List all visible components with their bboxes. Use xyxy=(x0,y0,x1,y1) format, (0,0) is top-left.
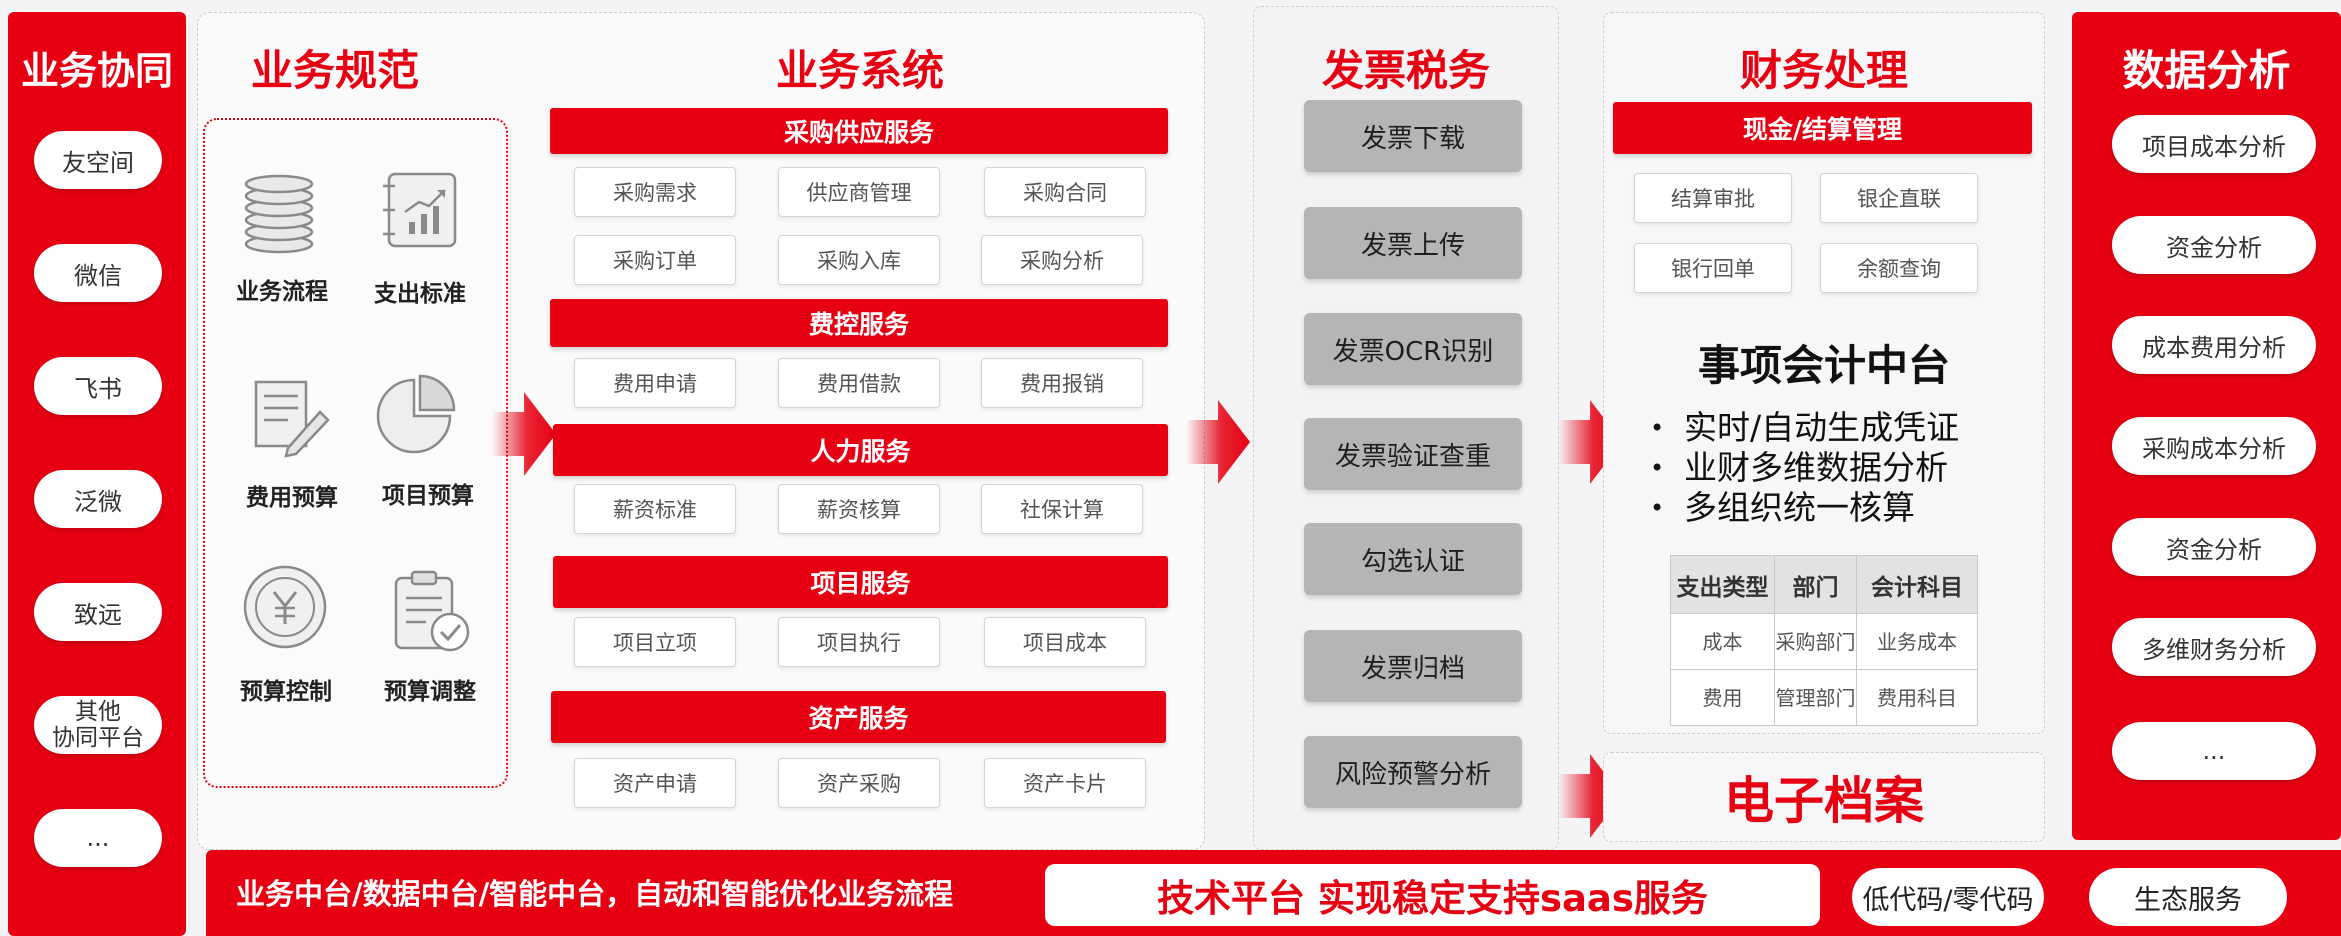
hr-chip[interactable]: 薪资核算 xyxy=(778,484,940,534)
platform-description: 业务中台/数据中台/智能中台，自动和智能优化业务流程 xyxy=(236,877,954,911)
procurement-chip[interactable]: 采购订单 xyxy=(574,235,736,285)
growth-chart-icon xyxy=(375,166,465,256)
expense-chip[interactable]: 费用申请 xyxy=(574,358,736,408)
service-bar-asset[interactable]: 资产服务 xyxy=(551,691,1166,743)
asset-chip[interactable]: 资产申请 xyxy=(574,758,736,808)
analysis-item[interactable]: 成本费用分析 xyxy=(2112,316,2316,374)
invoice-ocr-button[interactable]: 发票OCR识别 xyxy=(1304,313,1522,385)
asset-chip[interactable]: 资产采购 xyxy=(778,758,940,808)
analysis-item[interactable]: 资金分析 xyxy=(2112,518,2316,576)
cash-settlement-bar[interactable]: 现金/结算管理 xyxy=(1613,102,2032,154)
expense-chip[interactable]: 费用借款 xyxy=(778,358,940,408)
accounting-hub-title: 事项会计中台 xyxy=(1697,340,1950,390)
table-cell: 管理部门 xyxy=(1774,669,1857,726)
expense-chip[interactable]: 费用报销 xyxy=(981,358,1143,408)
hr-chip[interactable]: 薪资标准 xyxy=(574,484,736,534)
archive-panel xyxy=(1603,752,2045,842)
pie-chart-icon xyxy=(372,370,462,460)
invoice-download-button[interactable]: 发票下载 xyxy=(1304,100,1522,172)
table-cell: 费用 xyxy=(1670,669,1775,726)
finance-title: 财务处理 xyxy=(1739,45,1908,95)
collab-item-feishu[interactable]: 飞书 xyxy=(34,357,162,415)
analysis-item[interactable]: 采购成本分析 xyxy=(2112,417,2316,475)
accounting-bullet-list: •实时/自动生成凭证 •业财多维数据分析 •多组织统一核算 xyxy=(1650,408,2030,528)
ecosystem-pill[interactable]: 生态服务 xyxy=(2089,868,2287,926)
hr-chip[interactable]: 社保计算 xyxy=(981,484,1143,534)
norm-label: 费用预算 xyxy=(246,485,338,511)
procurement-chip[interactable]: 供应商管理 xyxy=(778,167,940,217)
invoice-risk-button[interactable]: 风险预警分析 xyxy=(1304,736,1522,808)
e-archive-title[interactable]: 电子档案 xyxy=(1724,772,1924,830)
flow-arrow-icon xyxy=(492,384,556,484)
norms-box xyxy=(203,118,508,788)
service-bar-project[interactable]: 项目服务 xyxy=(553,556,1168,608)
finance-chip[interactable]: 银行回单 xyxy=(1634,243,1792,293)
norm-label: 项目预算 xyxy=(382,483,474,509)
invoice-verify-button[interactable]: 发票验证查重 xyxy=(1304,418,1522,490)
data-analysis-title: 数据分析 xyxy=(2122,45,2291,95)
analysis-item[interactable]: ... xyxy=(2112,722,2316,780)
procurement-chip[interactable]: 采购需求 xyxy=(574,167,736,217)
finance-chip[interactable]: 余额查询 xyxy=(1820,243,1978,293)
bullet-item: •实时/自动生成凭证 xyxy=(1650,408,1960,447)
accounting-table: 支出类型 部门 会计科目 成本 采购部门 业务成本 费用 管理部门 费用科目 xyxy=(1670,555,1978,726)
norm-label: 预算调整 xyxy=(384,679,476,705)
bullet-item: •业财多维数据分析 xyxy=(1650,448,1948,487)
finance-chip[interactable]: 结算审批 xyxy=(1634,173,1792,223)
table-header: 支出类型 xyxy=(1670,555,1775,614)
project-chip[interactable]: 项目立项 xyxy=(574,617,736,667)
procurement-chip[interactable]: 采购合同 xyxy=(984,167,1146,217)
collab-title: 业务协同 xyxy=(20,48,173,93)
table-cell: 成本 xyxy=(1670,613,1775,670)
low-code-pill[interactable]: 低代码/零代码 xyxy=(1852,868,2044,926)
table-cell: 采购部门 xyxy=(1774,613,1857,670)
yuan-coin-icon xyxy=(240,562,330,652)
table-row: 成本 采购部门 业务成本 xyxy=(1670,613,1978,670)
finance-chip[interactable]: 银企直联 xyxy=(1820,173,1978,223)
collab-item-other[interactable]: 其他 协同平台 xyxy=(34,696,162,754)
systems-title: 业务系统 xyxy=(775,45,944,95)
table-cell: 费用科目 xyxy=(1856,669,1978,726)
table-row: 费用 管理部门 费用科目 xyxy=(1670,669,1978,726)
service-bar-procurement[interactable]: 采购供应服务 xyxy=(550,108,1168,154)
procurement-chip[interactable]: 采购分析 xyxy=(981,235,1143,285)
service-bar-hr[interactable]: 人力服务 xyxy=(553,424,1168,476)
collab-item-fanwei[interactable]: 泛微 xyxy=(34,470,162,528)
service-bar-expense[interactable]: 费控服务 xyxy=(550,299,1168,347)
project-chip[interactable]: 项目执行 xyxy=(778,617,940,667)
project-chip[interactable]: 项目成本 xyxy=(984,617,1146,667)
norm-label: 支出标准 xyxy=(374,281,466,307)
collab-item-zhiyuan[interactable]: 致远 xyxy=(34,583,162,641)
norm-label: 预算控制 xyxy=(240,679,332,705)
flow-arrow-icon xyxy=(1186,392,1250,492)
collab-item-youkongjian[interactable]: 友空间 xyxy=(34,131,162,189)
bullet-item: •多组织统一核算 xyxy=(1650,488,1915,527)
norm-label: 业务流程 xyxy=(236,279,328,305)
procurement-chip[interactable]: 采购入库 xyxy=(778,235,940,285)
table-cell: 业务成本 xyxy=(1856,613,1978,670)
analysis-item[interactable]: 资金分析 xyxy=(2112,216,2316,274)
collab-item-wechat[interactable]: 微信 xyxy=(34,244,162,302)
document-edit-icon xyxy=(244,372,334,462)
database-icon xyxy=(234,168,324,258)
invoice-archive-button[interactable]: 发票归档 xyxy=(1304,630,1522,702)
invoice-certify-button[interactable]: 勾选认证 xyxy=(1304,523,1522,595)
analysis-item[interactable]: 项目成本分析 xyxy=(2112,115,2316,173)
invoice-title: 发票税务 xyxy=(1321,45,1490,95)
collab-item-more[interactable]: ... xyxy=(34,809,162,867)
tech-platform-box[interactable]: 技术平台 实现稳定支持saas服务 xyxy=(1045,864,1820,926)
invoice-upload-button[interactable]: 发票上传 xyxy=(1304,207,1522,279)
norms-title: 业务规范 xyxy=(250,45,419,95)
table-header: 部门 xyxy=(1774,555,1857,614)
asset-chip[interactable]: 资产卡片 xyxy=(984,758,1146,808)
analysis-item[interactable]: 多维财务分析 xyxy=(2112,618,2316,676)
clipboard-check-icon xyxy=(386,568,476,658)
table-header: 会计科目 xyxy=(1856,555,1978,614)
